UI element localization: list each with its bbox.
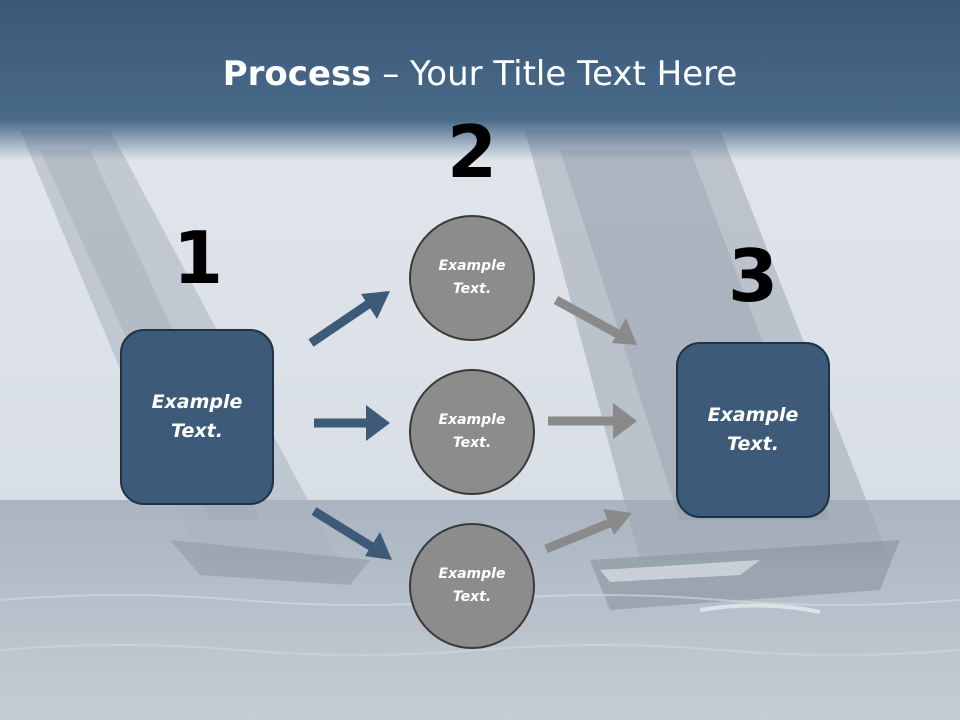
step-number-1: 1: [172, 216, 224, 300]
step-number-3: 3: [727, 234, 779, 318]
middle-circle-3: Example Text.: [409, 523, 535, 649]
arrow-circle2-to-box3: [548, 403, 637, 439]
step-number-2: 2: [446, 110, 498, 194]
step-3-box: Example Text.: [676, 342, 830, 518]
title-rest: – Your Title Text Here: [371, 54, 738, 94]
arrow-box1-to-circle1: [308, 291, 390, 347]
slide-title: Process – Your Title Text Here: [0, 52, 960, 96]
middle-circle-1: Example Text.: [409, 215, 535, 341]
middle-circle-2: Example Text.: [409, 369, 535, 495]
step-1-box: Example Text.: [120, 329, 274, 505]
arrow-circle3-to-box3: [544, 509, 632, 554]
arrow-box1-to-circle3: [311, 507, 392, 560]
arrow-circle1-to-box3: [553, 296, 637, 345]
arrow-box1-to-circle2: [314, 405, 390, 441]
title-bold: Process: [222, 54, 372, 94]
